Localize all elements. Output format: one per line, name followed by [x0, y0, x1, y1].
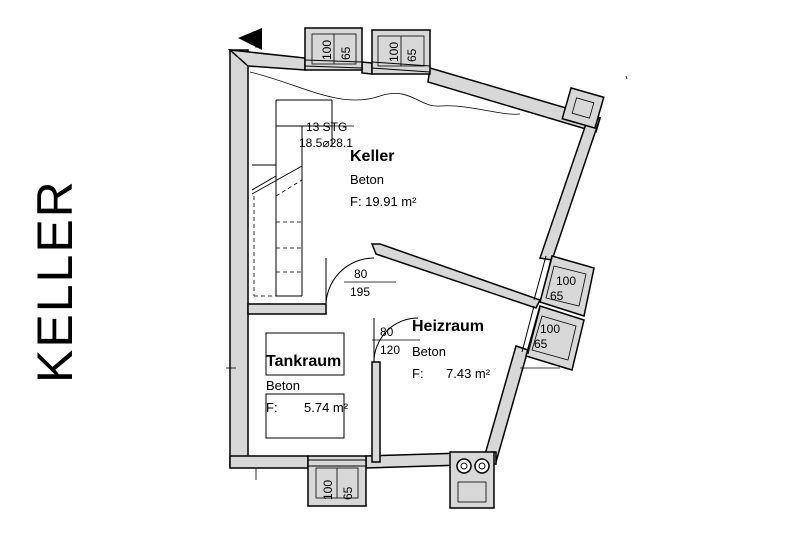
wall-right-lower [483, 345, 529, 463]
door-heizraum-width: 80 [380, 325, 394, 339]
room-heizraum-area: 7.43 m² [446, 366, 491, 381]
window-bottom-width: 100 [321, 480, 335, 500]
room-tankraum-material: Beton [266, 378, 300, 393]
room-heizraum-area-prefix: F: [412, 366, 424, 381]
stair-ratio-label: 18.5⌀28.1 [299, 136, 353, 150]
wall-interior-diagonal [370, 243, 542, 309]
window-top-right-height: 65 [405, 48, 419, 62]
window-top-left-width: 100 [320, 40, 334, 60]
window-top-left [304, 27, 363, 71]
window-right-upper [533, 255, 595, 317]
room-keller-area: F: 19.91 m² [350, 194, 417, 209]
chimney-bottom [449, 451, 495, 509]
window-right-lower-height: 65 [534, 337, 548, 351]
room-heizraum-name: Heizraum [412, 318, 484, 335]
room-keller-name: Keller [350, 148, 394, 165]
wall-left [229, 49, 249, 467]
room-heizraum-material: Beton [412, 344, 446, 359]
window-right-lower [521, 305, 585, 371]
wall-top-mid [361, 61, 373, 75]
stair [251, 99, 354, 297]
section-break-line [249, 71, 521, 115]
wall-right [539, 116, 602, 261]
window-right-upper-height: 65 [550, 289, 564, 303]
door-heizraum-height: 120 [380, 343, 400, 357]
tank-outline-lower [265, 393, 345, 439]
stair-steps-label: 13 STG [306, 120, 347, 134]
tank-outline-upper [265, 332, 345, 376]
room-tankraum-name: Tankraum [266, 353, 341, 370]
door-swing-heizraum [373, 317, 419, 363]
window-right-upper-width: 100 [556, 274, 576, 288]
window-bottom [307, 455, 367, 507]
chimney-top [561, 87, 605, 129]
door-swing-keller [325, 257, 375, 309]
room-keller-material: Beton [350, 172, 384, 187]
floor-label: KELLER [27, 179, 83, 383]
window-top-left-height: 65 [339, 46, 353, 60]
window-top-right [371, 29, 431, 75]
window-right-lower-width: 100 [540, 322, 560, 336]
door-keller-width: 80 [354, 267, 368, 281]
window-bottom-height: 65 [341, 486, 355, 500]
wall-interior-horizontal [247, 303, 327, 315]
window-top-right-width: 100 [387, 42, 401, 62]
wall-bottom [229, 455, 309, 469]
door-keller-height: 195 [350, 285, 370, 299]
room-tankraum-area-prefix: F: [266, 400, 278, 415]
wall-interior-vertical [371, 361, 381, 463]
north-arrow-icon [238, 28, 262, 50]
room-tankraum-area: 5.74 m² [304, 400, 349, 415]
